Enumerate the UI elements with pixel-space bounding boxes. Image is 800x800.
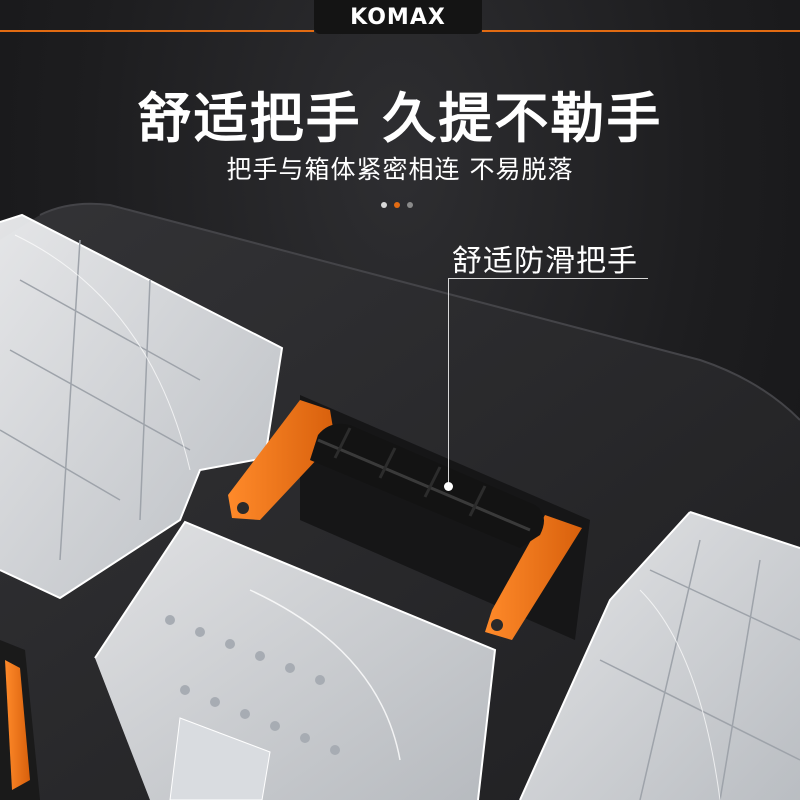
brand-logo: KOMAX	[350, 5, 446, 30]
callout-line-vertical	[448, 278, 449, 486]
carousel-dot[interactable]	[407, 202, 413, 208]
logo-tab: KOMAX	[314, 0, 482, 34]
carousel-indicator	[381, 202, 413, 208]
handle-grip	[310, 423, 544, 548]
callout-label: 舒适防滑把手	[452, 244, 638, 279]
callout-line-horizontal	[448, 278, 648, 279]
page-subtitle: 把手与箱体紧密相连 不易脱落	[226, 155, 574, 184]
page-title: 舒适把手 久提不勒手	[137, 87, 663, 150]
logo-accent-line-left	[0, 30, 314, 32]
front-latch	[169, 717, 271, 800]
handle-bracket-right	[485, 515, 582, 640]
logo-accent-line-right	[482, 30, 800, 32]
right-organizer-compartment	[519, 511, 800, 800]
carousel-dot[interactable]	[381, 202, 387, 208]
callout-marker	[444, 482, 453, 491]
left-latch	[0, 640, 40, 800]
carousel-dot-active[interactable]	[394, 202, 400, 208]
handle-bracket-left	[228, 400, 335, 520]
left-organizer-compartment	[0, 213, 284, 600]
